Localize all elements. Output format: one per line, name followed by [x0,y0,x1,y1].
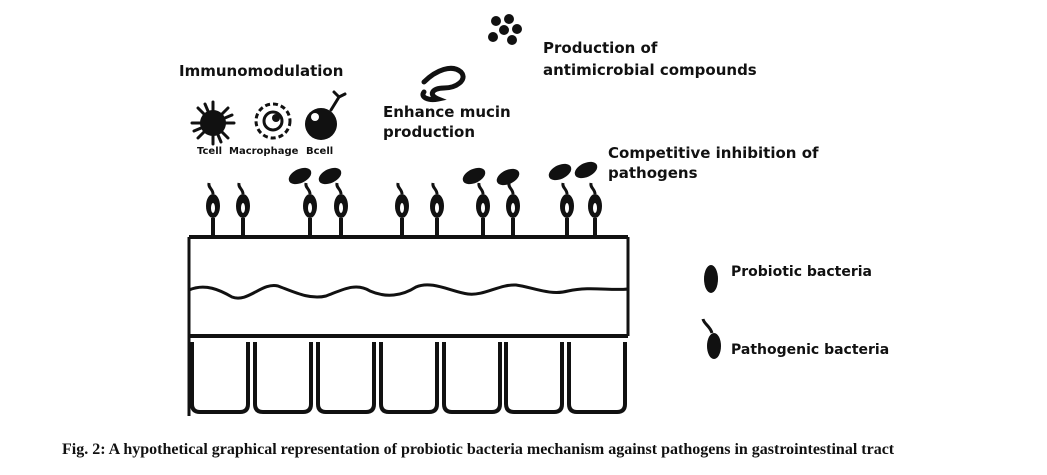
probiotic-bacterium [303,182,317,237]
legend: Probiotic bacteria Pathogenic bacteria [701,264,889,359]
epithelial-cell [316,342,376,414]
bcell-icon [305,90,347,140]
competitive-label-line1: Competitive inhibition of [608,144,819,162]
pathogen-bacterium [574,161,598,179]
pathogen-bacterium [288,167,312,185]
mucin-label-line1: Enhance mucin [383,103,511,121]
legend-pathogenic-label: Pathogenic bacteria [731,342,889,358]
legend-pathogenic-icon [701,318,721,359]
pathogen-bacterium [548,163,572,181]
macrophage-label: Macrophage [229,146,299,157]
bcell-label: Bcell [306,146,333,157]
epithelial-cell [567,342,627,414]
epithelial-cell [504,342,564,414]
legend-probiotic-icon [704,265,718,293]
pathogen-bacterium [318,167,342,185]
competitive-label-line2: pathogens [608,164,698,182]
mucin-icon [420,65,466,102]
probiotic-bacterium [430,182,444,237]
probiotic-bacterium [236,182,250,237]
mucus-layer [188,283,629,300]
epithelium [187,235,630,416]
probiotic-bacterium [206,182,220,237]
antimicrobial-compounds-icon [488,14,522,45]
probiotic-bacterium [506,182,520,237]
pathogen-group [288,161,598,186]
tcell-icon [190,100,236,146]
immunomodulation-label: Immunomodulation [179,62,343,80]
mucin-label-line2: production [383,123,475,141]
antimicrobial-label-line1: Production of [543,39,658,57]
probiotic-bacterium [588,182,602,237]
probiotic-bacterium [560,182,574,237]
macrophage-icon [254,102,292,140]
tcell-label: Tcell [197,146,222,157]
epithelial-cell [379,342,439,414]
figure-caption: Fig. 2: A hypothetical graphical represe… [62,441,895,458]
epithelial-cell [442,342,502,414]
probiotic-group [206,182,602,237]
probiotic-bacterium [395,182,409,237]
pathogen-bacterium [496,168,520,186]
pathogen-bacterium [462,167,486,185]
antimicrobial-label-line2: antimicrobial compounds [543,61,757,79]
epithelial-cells [190,342,627,414]
legend-probiotic-label: Probiotic bacteria [731,264,872,280]
epithelial-cell [190,342,250,414]
epithelial-cell [253,342,313,414]
probiotic-bacterium [476,182,490,237]
probiotic-bacterium [334,182,348,237]
